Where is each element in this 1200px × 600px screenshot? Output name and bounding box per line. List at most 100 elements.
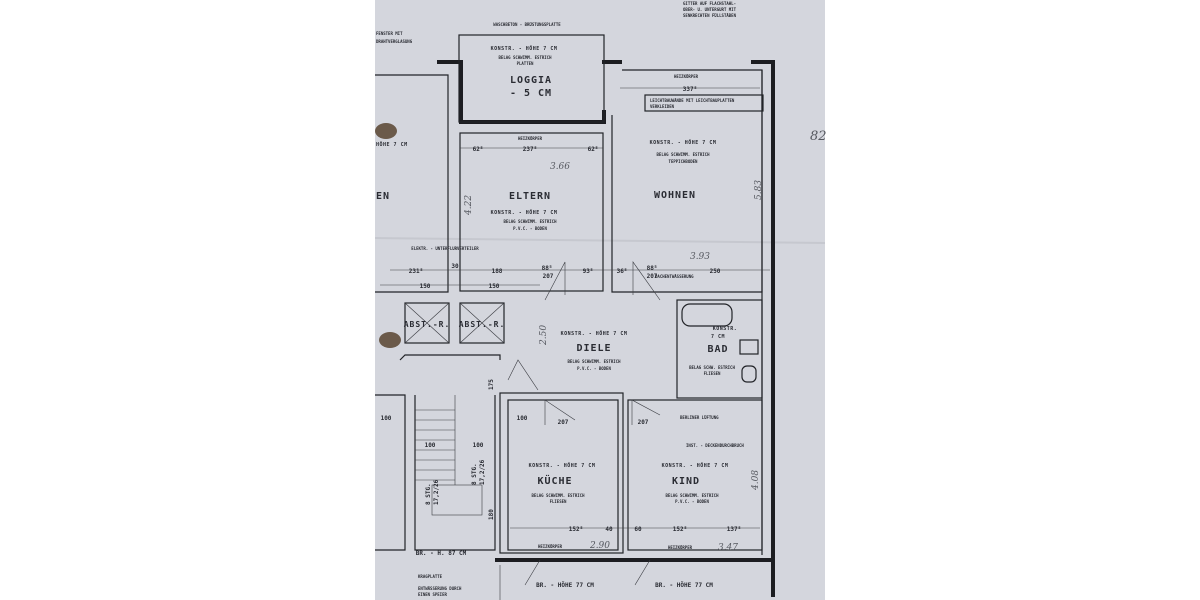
eltern-floor2: P.V.C. - BODEN bbox=[513, 226, 547, 231]
kueche-height: KONSTR. - HÖHE 7 CM bbox=[529, 462, 596, 469]
kueche-outline bbox=[507, 399, 619, 551]
door-swing-eltern bbox=[544, 261, 566, 301]
kind-height: KONSTR. - HÖHE 7 CM bbox=[662, 462, 729, 469]
room-name-left-partial: EN bbox=[376, 191, 390, 202]
dim-175: 175 bbox=[488, 379, 495, 390]
dim-100a: 100 bbox=[381, 415, 392, 422]
note-kragplatte: KRAGPLATTE bbox=[418, 574, 443, 579]
bad-height: KONSTR. bbox=[713, 326, 738, 332]
dim-150b: 150 bbox=[489, 283, 500, 290]
kind-outline bbox=[627, 399, 763, 551]
kind-floor2: P.V.C. - BODEN bbox=[675, 499, 709, 504]
note-brustung: WASCHBETON - BRÜSTUNGSPLATTE bbox=[493, 22, 561, 27]
wohnen-width: 3.93 bbox=[690, 252, 710, 262]
eltern-length: 4.22 bbox=[464, 195, 474, 216]
dim-88b: 88⁵ bbox=[647, 265, 658, 272]
eltern-width: 3.66 bbox=[550, 162, 570, 172]
dim-eltern-left: 62⁵ bbox=[473, 146, 484, 153]
note-heizkoerper-kueche: HEIZKÖRPER bbox=[538, 544, 563, 549]
eltern-floor: BELAG SCHWIMM. ESTRICH bbox=[504, 219, 558, 224]
dim-207c: 207 bbox=[558, 419, 569, 426]
left-room-outline bbox=[375, 394, 406, 551]
diele-floor2: P.V.C. - BODEN bbox=[577, 366, 611, 371]
dim-wohnen-top: 337⁵ bbox=[683, 86, 697, 93]
diele-height: KONSTR. - HÖHE 7 CM bbox=[561, 330, 628, 337]
punch-hole bbox=[379, 332, 401, 348]
note-stair-1b: 17,2/26 bbox=[433, 479, 440, 505]
room-labels: KONSTR. - HÖHE 7 CM BELAG SCHWIMM. ESTRI… bbox=[376, 45, 764, 553]
abst-r-2-outline bbox=[459, 302, 505, 344]
dim-250: 250 bbox=[710, 268, 721, 275]
room-name-abst-r-1: ABST.-R. bbox=[404, 320, 451, 329]
room-name-wohnen: WOHNEN bbox=[654, 190, 696, 201]
toilet bbox=[741, 365, 757, 383]
door-swing-wohnen bbox=[632, 261, 661, 301]
dim-180: 180 bbox=[488, 509, 495, 520]
loggia-outline bbox=[458, 34, 605, 123]
note-stair-1: 8 STG. bbox=[425, 483, 432, 505]
abst-r-1-outline bbox=[404, 302, 450, 344]
kind-width: 3.47 bbox=[718, 543, 738, 553]
diele-length: 2.50 bbox=[539, 325, 549, 346]
note-bad-lueftung: BERLINER LÜFTUNG bbox=[680, 415, 719, 420]
room-name-abst-r-2: ABST.-R. bbox=[459, 320, 506, 329]
note-heizkoerper-eltern: HEIZKÖRPER bbox=[518, 136, 543, 141]
note-speier: EINEN SPEIER bbox=[418, 592, 447, 597]
room-name-diele: DIELE bbox=[576, 343, 611, 354]
kind-length: 4.08 bbox=[751, 470, 761, 491]
dim-eltern-right: 62⁵ bbox=[588, 146, 599, 153]
note-heizkoerper-wohnen: HEIZKÖRPER bbox=[674, 74, 699, 79]
dim-kueche-40: 40 bbox=[605, 526, 613, 533]
dim-231: 231⁵ bbox=[409, 268, 423, 275]
room-name-kind: KIND bbox=[672, 476, 700, 487]
note-br-hoehe-kind: BR. - HÖHE 77 CM bbox=[655, 582, 713, 589]
leichtbau-box bbox=[644, 94, 764, 112]
door-swing-entry bbox=[507, 359, 539, 391]
room-name-bad: BAD bbox=[707, 344, 728, 355]
note-stair-2: 8 STG. bbox=[471, 463, 478, 485]
eltern-height: KONSTR. - HÖHE 7 CM bbox=[491, 209, 558, 216]
dim-207a: 207 bbox=[543, 273, 554, 280]
dim-207d: 207 bbox=[638, 419, 649, 426]
note-gitter-1: GITTER AUF FLACHSTAHL- bbox=[683, 1, 736, 6]
kueche-floor: BELAG SCHWIMM. ESTRICH bbox=[532, 493, 586, 498]
note-stair-2b: 17,2/26 bbox=[479, 459, 486, 485]
loggia-floor: BELAG SCHWIMM. ESTRICH bbox=[499, 55, 553, 60]
note-margin-number: 82 bbox=[810, 129, 827, 144]
door-swing-kind bbox=[631, 399, 661, 425]
dim-207b: 207 bbox=[647, 273, 658, 280]
bad-outline bbox=[676, 299, 763, 399]
dim-100c: 100 bbox=[473, 442, 484, 449]
room-name-loggia: LOGGIA bbox=[510, 75, 552, 86]
loggia-height: KONSTR. - HÖHE 7 CM bbox=[491, 45, 558, 52]
stair-treads bbox=[415, 395, 483, 516]
dim-93: 93⁵ bbox=[583, 268, 594, 275]
wohnen-floor2: TEPPICHBODEN bbox=[669, 159, 698, 164]
washbasin bbox=[739, 339, 759, 355]
note-entwaesserung: ENTWÄSSERUNG DURCH bbox=[418, 586, 462, 591]
dim-36: 36⁵ bbox=[617, 268, 628, 275]
diele-floor: BELAG SCHWIMM. ESTRICH bbox=[568, 359, 622, 364]
diele-wall bbox=[399, 354, 501, 361]
wall-right-outer bbox=[751, 60, 775, 597]
dim-kueche-152: 152⁵ bbox=[569, 526, 583, 533]
kind-floor: BELAG SCHWIMM. ESTRICH bbox=[666, 493, 720, 498]
dim-eltern-top: 237⁵ bbox=[523, 146, 537, 153]
dim-88a: 88⁵ bbox=[542, 265, 553, 272]
dim-188: 188 bbox=[492, 268, 503, 275]
room-name-eltern: ELTERN bbox=[509, 191, 551, 202]
left-partial-room bbox=[375, 74, 449, 293]
note-fenster-2: DRAHTVERGLASUNG bbox=[376, 39, 413, 44]
bad-height2: 7 CM bbox=[711, 334, 725, 340]
note-br-hoehe-stair: BR. - H. 87 CM bbox=[416, 550, 467, 557]
note-gitter-3: SENKRECHTEN FÜLLSTÄBEN bbox=[683, 13, 737, 18]
note-dachentwaesserung: DACHENTWÄSSERUNG bbox=[655, 274, 694, 279]
walls bbox=[375, 34, 775, 600]
note-gitter-2: OBER- U. UNTERGURT MIT bbox=[683, 7, 737, 12]
eltern-outline bbox=[459, 132, 604, 292]
dim-150a: 150 bbox=[420, 283, 431, 290]
dim-kind-152: 152⁵ bbox=[673, 526, 687, 533]
kueche-floor2: FLIESEN bbox=[550, 499, 567, 504]
bad-floor: BELAG SCHW. ESTRICH bbox=[689, 365, 735, 370]
